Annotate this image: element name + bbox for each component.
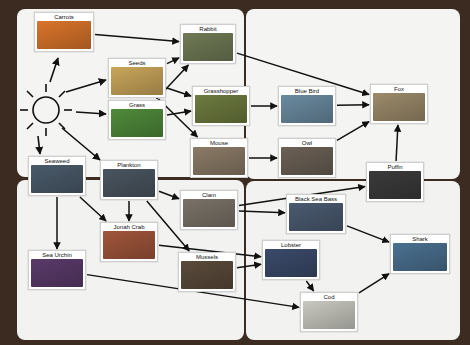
food-card: Mouse (190, 138, 248, 178)
photo (193, 147, 245, 175)
card-label: Lobster (265, 242, 317, 249)
card-label: Seeds (111, 60, 163, 67)
food-arrow (337, 122, 369, 141)
food-arrow (347, 226, 389, 242)
photo (373, 93, 425, 121)
food-card: Clam (180, 190, 238, 230)
food-card: Blue Bird (278, 86, 336, 126)
board (246, 181, 460, 340)
sun-symbol (20, 84, 72, 136)
card-label: Puffin (369, 164, 421, 171)
card-label: Carrots (37, 14, 91, 21)
food-arrow (337, 104, 369, 106)
food-card: Jonah Crab (100, 222, 158, 262)
board (246, 9, 460, 179)
photo (281, 147, 333, 175)
food-card: Seaweed (28, 156, 86, 196)
photo (393, 243, 447, 271)
card-label: Sea Urchin (31, 252, 83, 259)
food-card: Black Sea Bass (286, 194, 346, 234)
food-arrow (167, 88, 191, 96)
food-arrow (80, 197, 106, 221)
food-card: Sea Urchin (28, 250, 86, 290)
food-card: Mussels (178, 252, 236, 292)
food-arrow (249, 157, 277, 159)
photo (111, 109, 163, 137)
photo (281, 95, 333, 123)
board (17, 180, 244, 340)
card-label: Clam (183, 192, 235, 199)
food-arrow (237, 53, 369, 94)
food-arrow (239, 211, 285, 213)
food-arrow (306, 281, 313, 291)
photo (369, 171, 421, 199)
food-card: Fox (370, 84, 428, 124)
card-label: Black Sea Bass (289, 196, 343, 203)
card-label: Mussels (181, 254, 233, 261)
food-card: Rabbit (180, 24, 236, 64)
photo (195, 95, 247, 123)
photo (31, 165, 83, 193)
food-arrow (359, 274, 389, 293)
photo (181, 261, 233, 289)
photo (265, 249, 317, 277)
photo (183, 33, 233, 61)
card-label: Blue Bird (281, 88, 333, 95)
photo (111, 67, 163, 95)
sun-arrows (38, 58, 106, 160)
food-arrow (237, 264, 261, 267)
photo (31, 259, 83, 287)
food-arrow (56, 197, 58, 249)
card-label: Grasshopper (195, 88, 247, 95)
photo (303, 301, 355, 329)
food-arrow (128, 201, 130, 221)
food-arrow (95, 35, 179, 42)
card-label: Mouse (193, 140, 245, 147)
food-arrow (167, 58, 179, 64)
photo (103, 231, 155, 259)
card-label: Jonah Crab (103, 224, 155, 231)
food-arrow (251, 105, 277, 107)
card-label: Seaweed (31, 158, 83, 165)
photo (183, 199, 235, 227)
card-label: Owl (281, 140, 333, 147)
photo (37, 21, 91, 49)
food-card: Puffin (366, 162, 424, 202)
food-card: Seeds (108, 58, 166, 98)
food-card: Owl (278, 138, 336, 178)
card-label: Rabbit (183, 26, 233, 33)
photo (103, 169, 155, 197)
card-label: Shark (393, 236, 447, 243)
food-card: Cod (300, 292, 358, 332)
food-card: Shark (390, 234, 450, 274)
card-label: Fox (373, 86, 425, 93)
food-arrow (396, 125, 398, 161)
food-card: Grasshopper (192, 86, 250, 126)
photo (289, 203, 343, 231)
card-label: Cod (303, 294, 355, 301)
card-label: Grass (111, 102, 163, 109)
food-card: Carrots (34, 12, 94, 52)
food-card: Lobster (262, 240, 320, 280)
food-card: Grass (108, 100, 166, 140)
card-label: Plankton (103, 162, 155, 169)
food-arrow (159, 191, 179, 199)
food-card: Plankton (100, 160, 158, 200)
